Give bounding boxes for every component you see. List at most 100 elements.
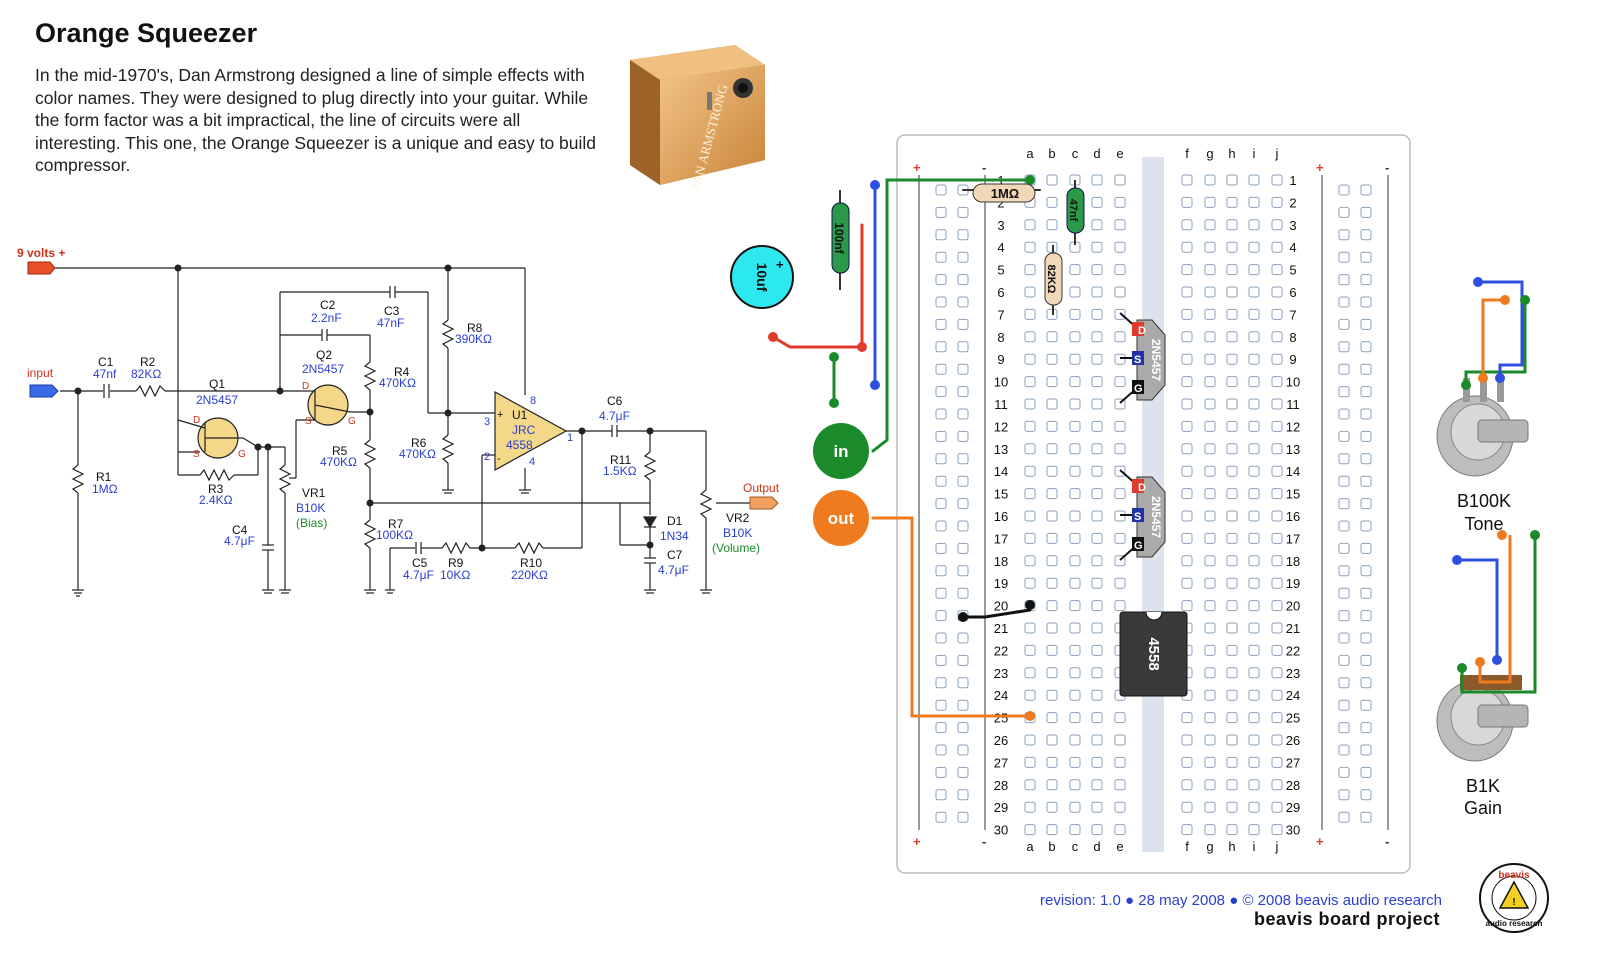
q1-value: 2N5457	[196, 393, 238, 407]
breadboard-hole	[1024, 264, 1036, 276]
breadboard-hole	[1091, 622, 1103, 634]
q2-pin-g: G	[348, 416, 356, 427]
rail-hole	[1360, 699, 1372, 711]
breadboard-hole	[1024, 219, 1036, 231]
breadboard-hole	[1204, 376, 1216, 388]
row-label-right: 15	[1286, 487, 1300, 502]
row-label-left: 3	[997, 218, 1004, 233]
row-label-left: 30	[994, 823, 1008, 838]
breadboard-hole	[1204, 532, 1216, 544]
breadboard-hole	[1271, 510, 1283, 522]
col-label-bottom-left: a	[1026, 839, 1034, 854]
q2-bb-s: S	[1134, 511, 1141, 523]
breadboard-hole	[1271, 196, 1283, 208]
rail-hole	[957, 229, 969, 241]
breadboard-hole	[1024, 443, 1036, 455]
breadboard-hole	[1091, 353, 1103, 365]
rail-hole	[935, 251, 947, 263]
rail-hole	[1338, 699, 1350, 711]
wire-red-in	[771, 335, 864, 349]
rail-hole	[957, 274, 969, 286]
breadboard-hole	[1114, 376, 1126, 388]
rail-hole	[957, 408, 969, 420]
output-label: Output	[743, 481, 780, 495]
rail-hole	[935, 565, 947, 577]
breadboard-hole	[1204, 577, 1216, 589]
breadboard-hole	[1181, 420, 1193, 432]
breadboard-hole	[1226, 644, 1238, 656]
breadboard-hole	[1181, 600, 1193, 612]
breadboard-hole	[1069, 465, 1081, 477]
c2-ref: C2	[320, 298, 336, 312]
breadboard-hole	[1024, 286, 1036, 298]
r9-value: 10KΩ	[440, 568, 470, 582]
rail-hole	[1338, 251, 1350, 263]
breadboard-hole	[1024, 465, 1036, 477]
breadboard-hole	[1248, 622, 1260, 634]
breadboard-hole	[1046, 398, 1058, 410]
breadboard-hole	[1248, 264, 1260, 276]
row-label-right: 29	[1286, 800, 1300, 815]
u1-pin-4: 4	[529, 456, 535, 468]
row-label-right: 26	[1286, 733, 1300, 748]
breadboard-hole	[1069, 331, 1081, 343]
breadboard-hole	[1046, 353, 1058, 365]
breadboard-hole	[1271, 712, 1283, 724]
breadboard-hole	[1226, 734, 1238, 746]
pot-tone[interactable]	[1436, 277, 1530, 477]
breadboard-hole	[1114, 196, 1126, 208]
rail-hole	[935, 206, 947, 218]
row-label-left: 7	[997, 307, 1004, 322]
breadboard-hole	[1181, 734, 1193, 746]
breadboard-hole	[1204, 286, 1216, 298]
breadboard-hole	[1069, 420, 1081, 432]
breadboard-hole	[1091, 824, 1103, 836]
rail-hole	[957, 677, 969, 689]
breadboard-hole	[1226, 801, 1238, 813]
c2-value: 2.2nF	[311, 311, 342, 325]
breadboard-hole	[1024, 510, 1036, 522]
col-label-bottom-left: b	[1048, 839, 1055, 854]
breadboard-hole	[1204, 174, 1216, 186]
breadboard-hole	[1181, 308, 1193, 320]
pot-gain-value: B1K	[1466, 776, 1500, 796]
breadboard-hole	[1248, 689, 1260, 701]
breadboard-hole	[1271, 465, 1283, 477]
breadboard-hole	[1271, 241, 1283, 253]
res-82k	[1044, 252, 1063, 306]
q2-pin-s: S	[305, 416, 312, 427]
row-label-left: 27	[994, 755, 1008, 770]
footer-copyright: © 2008 beavis audio research	[1242, 892, 1442, 909]
pot-gain[interactable]	[1436, 530, 1540, 762]
jack-out[interactable]	[813, 490, 869, 546]
rail-hole	[1338, 520, 1350, 532]
breadboard-hole	[1204, 756, 1216, 768]
col-label-top-right: h	[1228, 146, 1235, 161]
rail-hole	[1338, 677, 1350, 689]
breadboard-hole	[1091, 510, 1103, 522]
rail-hole	[1360, 520, 1372, 532]
r2-ref: R2	[140, 355, 156, 369]
q2-bb-g: G	[1134, 540, 1143, 552]
breadboard-hole	[1024, 241, 1036, 253]
rail-hole	[957, 587, 969, 599]
rail-hole	[957, 251, 969, 263]
u1-pin-minus: -	[497, 453, 501, 465]
r2-value: 82KΩ	[131, 367, 161, 381]
breadboard-hole	[1204, 644, 1216, 656]
rail-hole	[957, 363, 969, 375]
jack-in[interactable]	[813, 423, 869, 479]
rail-hole	[1360, 722, 1372, 734]
rail-hole	[1338, 475, 1350, 487]
breadboard-hole	[1046, 465, 1058, 477]
breadboard-hole	[1114, 219, 1126, 231]
breadboard-hole	[1069, 264, 1081, 276]
breadboard-hole	[1046, 532, 1058, 544]
breadboard-hole	[1046, 622, 1058, 634]
breadboard-hole	[1091, 331, 1103, 343]
breadboard-hole	[1204, 667, 1216, 679]
breadboard-hole	[1046, 734, 1058, 746]
rail-hole	[1360, 363, 1372, 375]
breadboard-hole	[1091, 779, 1103, 791]
breadboard-hole	[1069, 756, 1081, 768]
